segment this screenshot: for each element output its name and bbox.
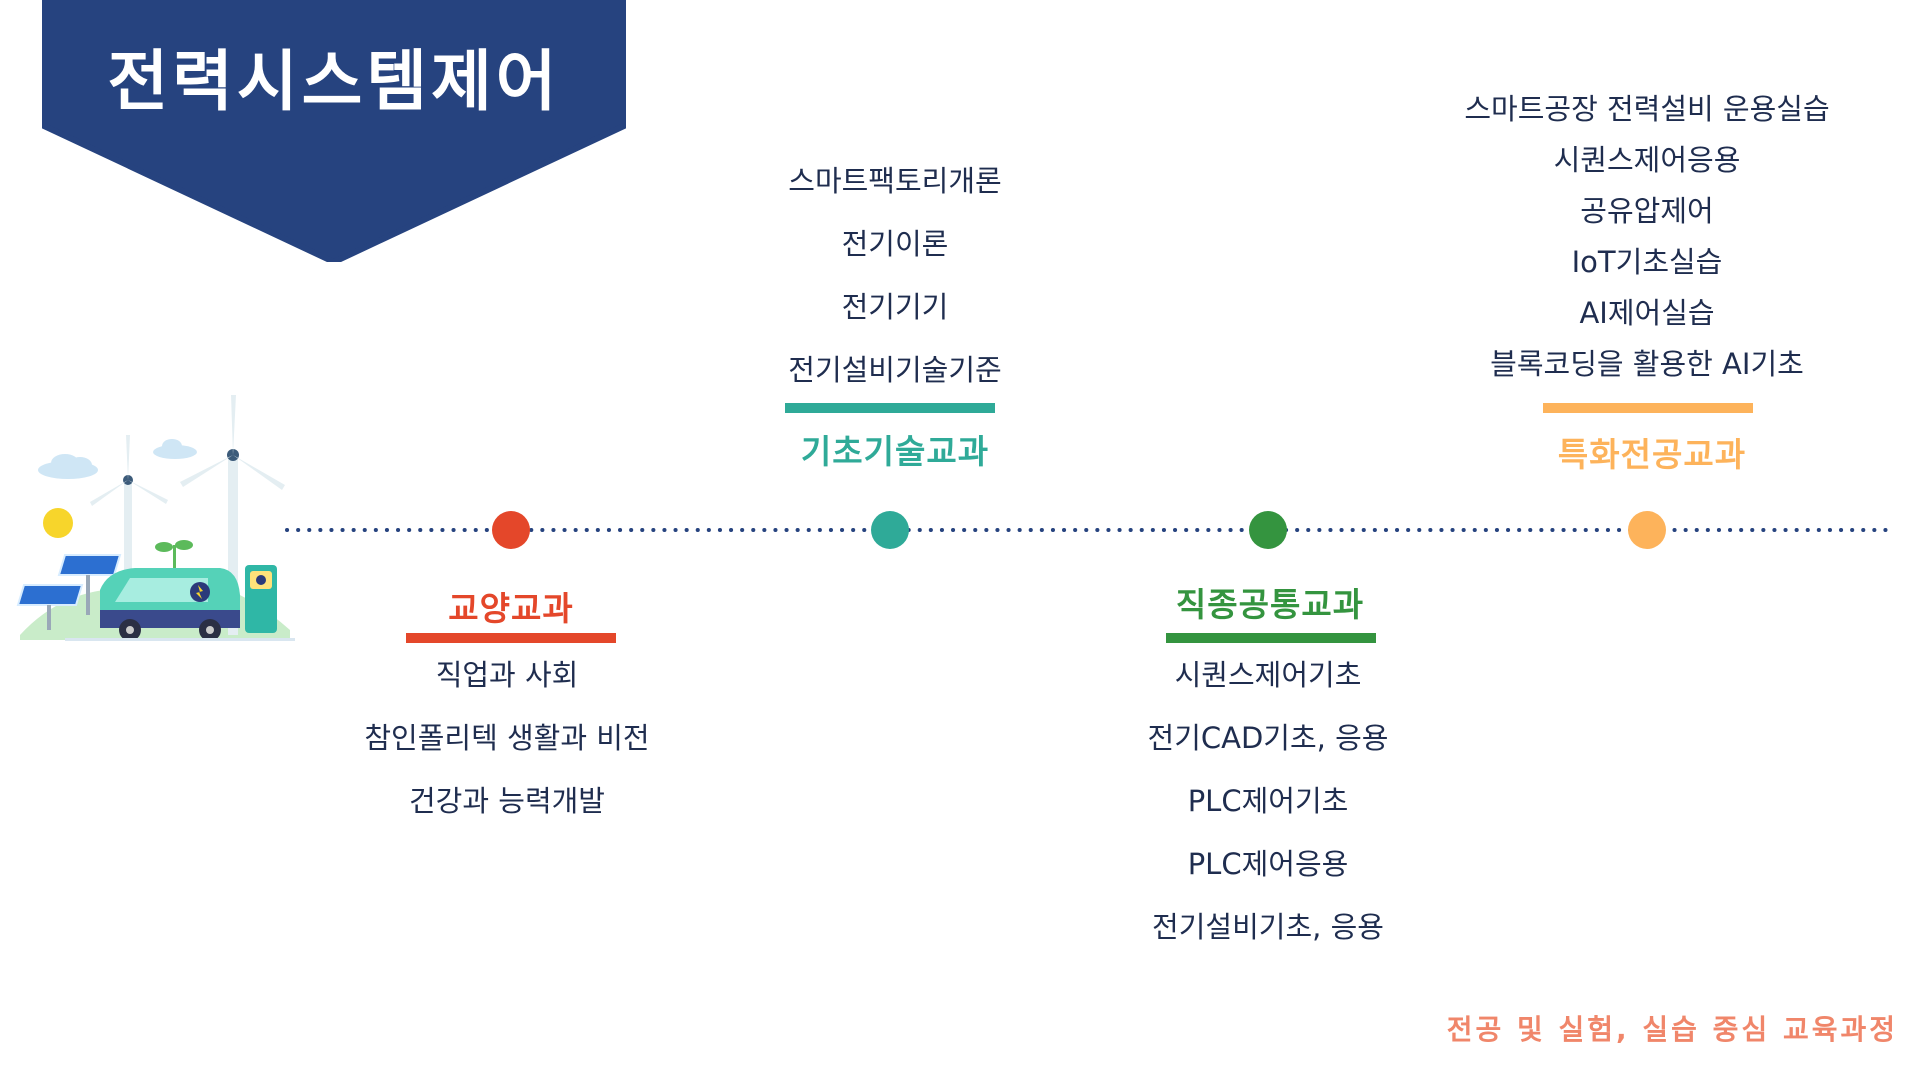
category-underline-liberal xyxy=(406,633,616,643)
list-item: PLC제어기초 xyxy=(1187,784,1349,818)
category-title-liberal: 교양교과 xyxy=(448,589,574,628)
category-title-basic: 기초기술교과 xyxy=(800,432,990,471)
category-title-special: 특화전공교과 xyxy=(1557,435,1747,474)
footer-tagline: 전공 및 실험, 실습 중심 교육과정 xyxy=(1446,1013,1898,1046)
page-title: 전력시스템제어 xyxy=(107,43,561,120)
course-list-common: 시퀀스제어기초 전기CAD기초, 응용 PLC제어기초 PLC제어응용 전기설비… xyxy=(1058,652,1478,967)
timeline-node-special xyxy=(1628,511,1666,549)
list-item: 전기기기 xyxy=(841,290,949,324)
course-list-liberal: 직업과 사회 참인폴리텍 생활과 비전 건강과 능력개발 xyxy=(297,652,717,841)
list-item: 시퀀스제어기초 xyxy=(1174,658,1362,692)
category-title-common: 직종공통교과 xyxy=(1175,585,1365,624)
list-item: 스마트공장 전력설비 운용실습 xyxy=(1464,92,1830,126)
list-item: 공유압제어 xyxy=(1580,194,1714,228)
timeline-node-common xyxy=(1249,511,1287,549)
list-item: 전기CAD기초, 응용 xyxy=(1147,721,1389,755)
electric-vehicle-icon xyxy=(100,568,240,641)
list-item: PLC제어응용 xyxy=(1187,847,1349,881)
course-list-special: 스마트공장 전력설비 운용실습 시퀀스제어응용 공유압제어 IoT기초실습 AI… xyxy=(1437,86,1857,392)
cloud-icon xyxy=(153,439,197,459)
list-item: 전기이론 xyxy=(841,227,949,261)
sun-icon xyxy=(43,508,73,538)
list-item: IoT기초실습 xyxy=(1571,245,1723,279)
list-item: 전기설비기초, 응용 xyxy=(1152,910,1384,944)
category-underline-common xyxy=(1166,633,1376,643)
list-item: 스마트팩토리개론 xyxy=(788,164,1002,198)
wind-turbine-icon xyxy=(90,435,168,630)
charging-station-icon xyxy=(245,565,277,633)
timeline-node-liberal xyxy=(492,511,530,549)
timeline-dotted-line xyxy=(285,528,1895,532)
course-list-basic: 스마트팩토리개론 전기이론 전기기기 전기설비기술기준 xyxy=(685,158,1105,410)
list-item: 직업과 사회 xyxy=(435,658,579,692)
solar-panel-icon xyxy=(16,554,122,630)
category-underline-basic xyxy=(785,403,995,413)
cloud-icon xyxy=(38,454,98,479)
list-item: 참인폴리텍 생활과 비전 xyxy=(364,721,650,755)
sprout-icon xyxy=(155,540,193,570)
list-item: 시퀀스제어응용 xyxy=(1553,143,1741,177)
wind-turbine-icon xyxy=(180,395,285,635)
timeline-node-basic xyxy=(871,511,909,549)
category-underline-special xyxy=(1543,403,1753,413)
list-item: 블록코딩을 활용한 AI기초 xyxy=(1490,347,1804,381)
title-banner xyxy=(42,0,626,262)
list-item: AI제어실습 xyxy=(1579,296,1715,330)
eco-energy-illustration xyxy=(16,395,295,641)
list-item: 전기설비기술기준 xyxy=(788,353,1002,387)
list-item: 건강과 능력개발 xyxy=(409,784,605,818)
